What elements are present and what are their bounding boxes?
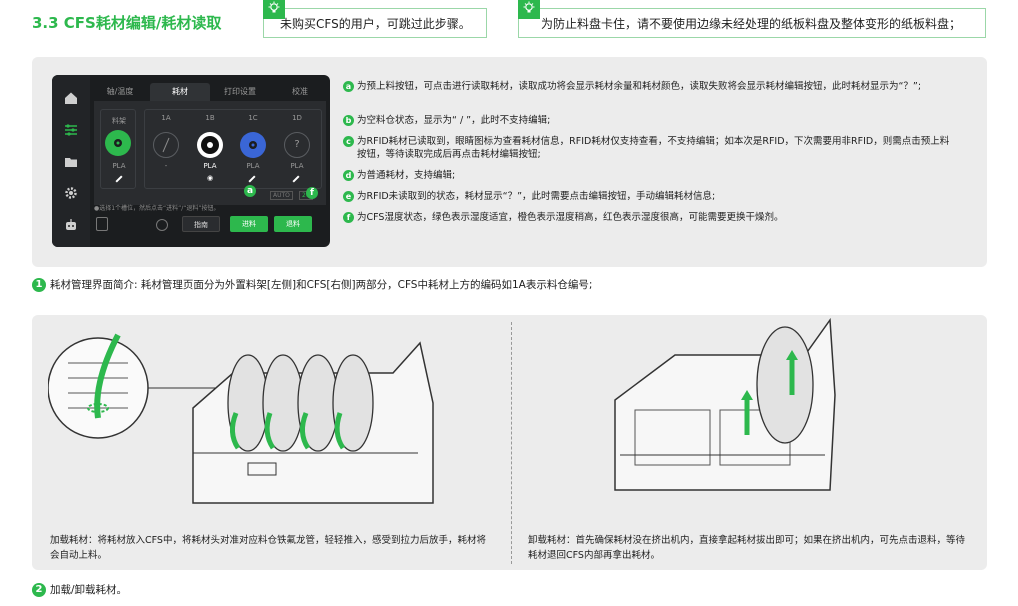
slot-3-spool[interactable] <box>240 132 266 158</box>
guide-button[interactable]: 指南 <box>182 216 220 232</box>
tip-box-2: 为防止料盘卡住，请不要使用边缘未经处理的纸板料盘及整体变形的纸板料盘； <box>518 0 986 38</box>
marker-a: a <box>244 185 256 197</box>
caption-1: 1 耗材管理界面简介: 耗材管理页面分为外置料架[左侧]和CFS[右侧]两部分，… <box>32 277 592 292</box>
slot-1-empty[interactable] <box>153 132 179 158</box>
slot-id-2: 1B <box>205 114 215 122</box>
section-title: 3.3 CFS耗材编辑/耗材读取 <box>32 14 222 32</box>
slot-id-1: 1A <box>161 114 171 122</box>
load-description: 加载耗材：将耗材放入CFS中，将耗材头对准对应料仓铁氟龙管，轻轻推入，感受到拉力… <box>50 535 486 561</box>
tab-print-settings[interactable]: 打印设置 <box>224 87 256 96</box>
unloading-illustration <box>614 317 836 491</box>
screen-tabs: 轴/温度 耗材 打印设置 校准 <box>90 83 330 101</box>
gear-icon[interactable] <box>64 186 78 200</box>
tab-axis-temp[interactable]: 轴/温度 <box>106 87 134 96</box>
loading-illustration <box>48 333 434 504</box>
tip-text-1: 未购买CFS的用户，可跳过此步骤。 <box>280 16 471 31</box>
edit-icon[interactable] <box>115 175 123 183</box>
feed-button[interactable]: 进料 <box>230 216 268 232</box>
caption-text-2: 加载/卸载耗材。 <box>50 584 128 596</box>
caption-text-1: 耗材管理界面简介: 耗材管理页面分为外置料架[左侧]和CFS[右侧]两部分，CF… <box>50 279 593 291</box>
screen-hint: ●选择1个槽位，然后点击“进料”/“退料”按钮。 <box>94 205 220 212</box>
slot-2-spool[interactable] <box>197 132 223 158</box>
slot-2-material: PLA <box>203 162 217 170</box>
slot-id-3: 1C <box>248 114 258 122</box>
home-icon[interactable] <box>64 91 78 105</box>
edit-icon[interactable] <box>292 175 300 183</box>
eye-icon[interactable]: ◉ <box>206 174 214 182</box>
slot-4-material: PLA <box>290 162 304 170</box>
settings-sliders-icon[interactable] <box>64 123 78 137</box>
folder-icon[interactable] <box>64 155 78 169</box>
tab-calibration[interactable]: 校准 <box>292 87 308 96</box>
edit-icon[interactable] <box>248 175 256 183</box>
slot-id-4: 1D <box>292 114 302 122</box>
caption-2: 2 加载/卸载耗材。 <box>32 582 127 597</box>
slot-3-material: PLA <box>246 162 260 170</box>
device-icon[interactable] <box>96 217 108 231</box>
rack-label: 料架 <box>112 117 126 125</box>
screen-sidebar <box>52 75 90 247</box>
marker-f: f <box>306 187 318 199</box>
filament-area: 料架 PLA 1A - 1B PLA ◉ 1C <box>94 101 326 231</box>
robot-icon[interactable] <box>64 218 78 232</box>
auto-badge: AUTO <box>270 191 293 200</box>
lightbulb-icon <box>263 0 285 19</box>
tip-box-1: 未购买CFS的用户，可跳过此步骤。 <box>263 0 487 38</box>
panel-divider <box>511 322 512 564</box>
refresh-icon[interactable] <box>156 219 168 231</box>
rack-material: PLA <box>112 162 126 170</box>
caption-number-2: 2 <box>32 582 46 597</box>
slot-4-unknown[interactable]: ? <box>284 132 310 158</box>
printer-screen: 轴/温度 耗材 打印设置 校准 料架 PLA 1A - 1B PLA <box>52 75 330 247</box>
tip-text-2: 为防止料盘卡住，请不要使用边缘未经处理的纸板料盘及整体变形的纸板料盘； <box>541 16 962 31</box>
caption-number-1: 1 <box>32 277 46 292</box>
tab-filament[interactable]: 耗材 <box>150 83 210 101</box>
slot-1-material: - <box>164 162 168 170</box>
rack-spool <box>105 130 131 156</box>
unload-description: 卸载耗材：首先确保耗材没在挤出机内，直接拿起耗材拔出即可；如果在挤出机内，可先点… <box>528 535 966 561</box>
external-rack-card[interactable]: 料架 PLA <box>100 109 136 189</box>
lightbulb-icon <box>518 0 540 19</box>
cfs-card: 1A - 1B PLA ◉ 1C PLA 1D ? PLA <box>144 109 322 189</box>
retract-button[interactable]: 退料 <box>274 216 312 232</box>
